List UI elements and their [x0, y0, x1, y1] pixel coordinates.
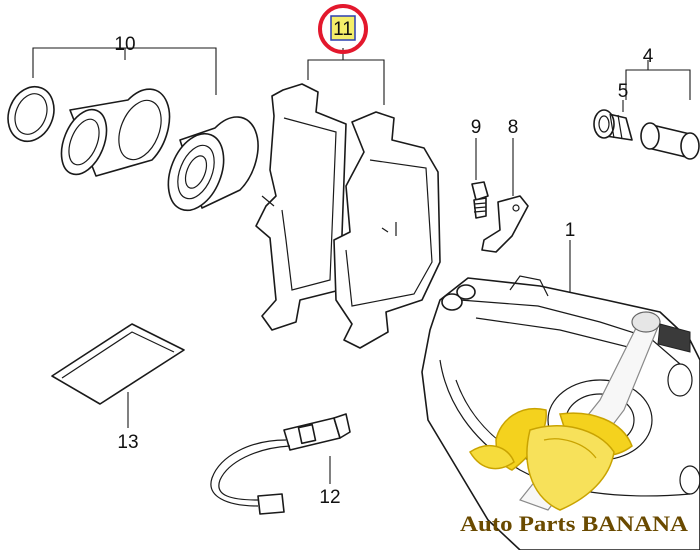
- highlight-box: [330, 15, 356, 41]
- callout-11[interactable]: 11: [333, 19, 353, 40]
- part-10-piston-assembly: [7, 47, 259, 212]
- banana-logo-icon: [468, 311, 691, 511]
- highlight-ring: [318, 4, 368, 54]
- callout-9[interactable]: 9: [471, 117, 482, 138]
- highlight-marker: [318, 4, 368, 54]
- watermark-text: Auto Parts BANANA: [460, 511, 688, 536]
- callout-10[interactable]: 10: [114, 34, 135, 55]
- callout-5[interactable]: 5: [618, 81, 629, 102]
- callout-1[interactable]: 1: [565, 220, 576, 241]
- part-11-brake-pads: [255, 48, 441, 349]
- callout-4[interactable]: 4: [643, 46, 654, 67]
- part-13-grease-packet: [51, 323, 185, 428]
- part-8-9-bleeder-clip: [471, 138, 529, 253]
- part-4-5-guide-pins: [593, 60, 700, 160]
- part-12-wear-sensor: [210, 413, 351, 515]
- callout-12[interactable]: 12: [319, 487, 340, 508]
- callout-8[interactable]: 8: [508, 117, 519, 138]
- callout-13[interactable]: 13: [117, 432, 138, 453]
